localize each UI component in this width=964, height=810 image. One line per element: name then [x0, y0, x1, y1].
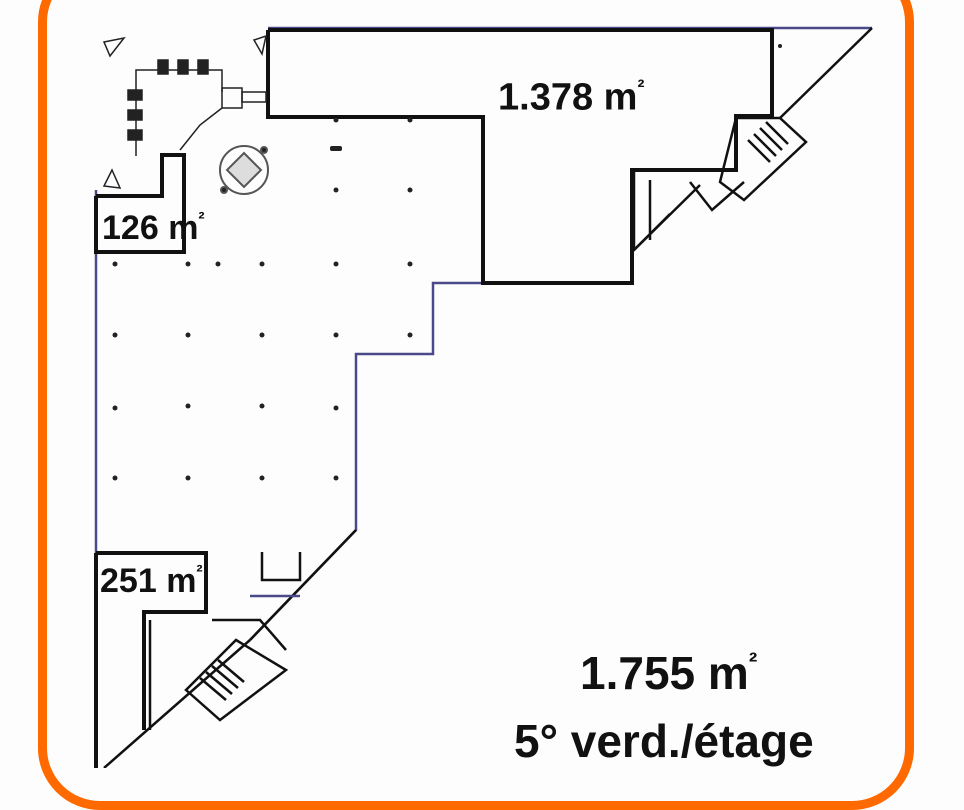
area-unit-sup: ² — [198, 208, 205, 229]
stair-core-top — [632, 116, 808, 254]
area-value: 1.378 — [498, 76, 594, 119]
total-value: 1.755 — [580, 647, 696, 699]
lobby-furniture — [102, 34, 268, 189]
area-value: 251 — [100, 562, 157, 601]
area-label-1378: 1.378 m² — [498, 76, 645, 119]
stair-core-bottom — [148, 552, 302, 730]
floor-label: 5° verd./étage — [514, 715, 814, 767]
zone-top-walls — [266, 28, 774, 285]
zone-bottom-walls — [94, 551, 208, 768]
total-area-label: 1.755 m² — [580, 647, 758, 699]
column-grid — [112, 44, 782, 481]
total-unit-sup: ² — [748, 648, 758, 677]
area-label-126: 126 m² — [102, 208, 205, 248]
area-unit-sup: ² — [637, 76, 645, 99]
revolving-door-icon — [219, 145, 269, 195]
area-value: 126 — [102, 209, 159, 248]
area-unit-sup: ² — [196, 561, 203, 582]
total-unit: m — [707, 647, 749, 699]
area-unit: m — [166, 562, 197, 601]
floor-plan — [94, 26, 873, 768]
zone-small-walls — [94, 153, 186, 254]
area-unit: m — [168, 209, 199, 248]
area-unit: m — [603, 76, 638, 119]
area-label-251: 251 m² — [100, 561, 203, 601]
